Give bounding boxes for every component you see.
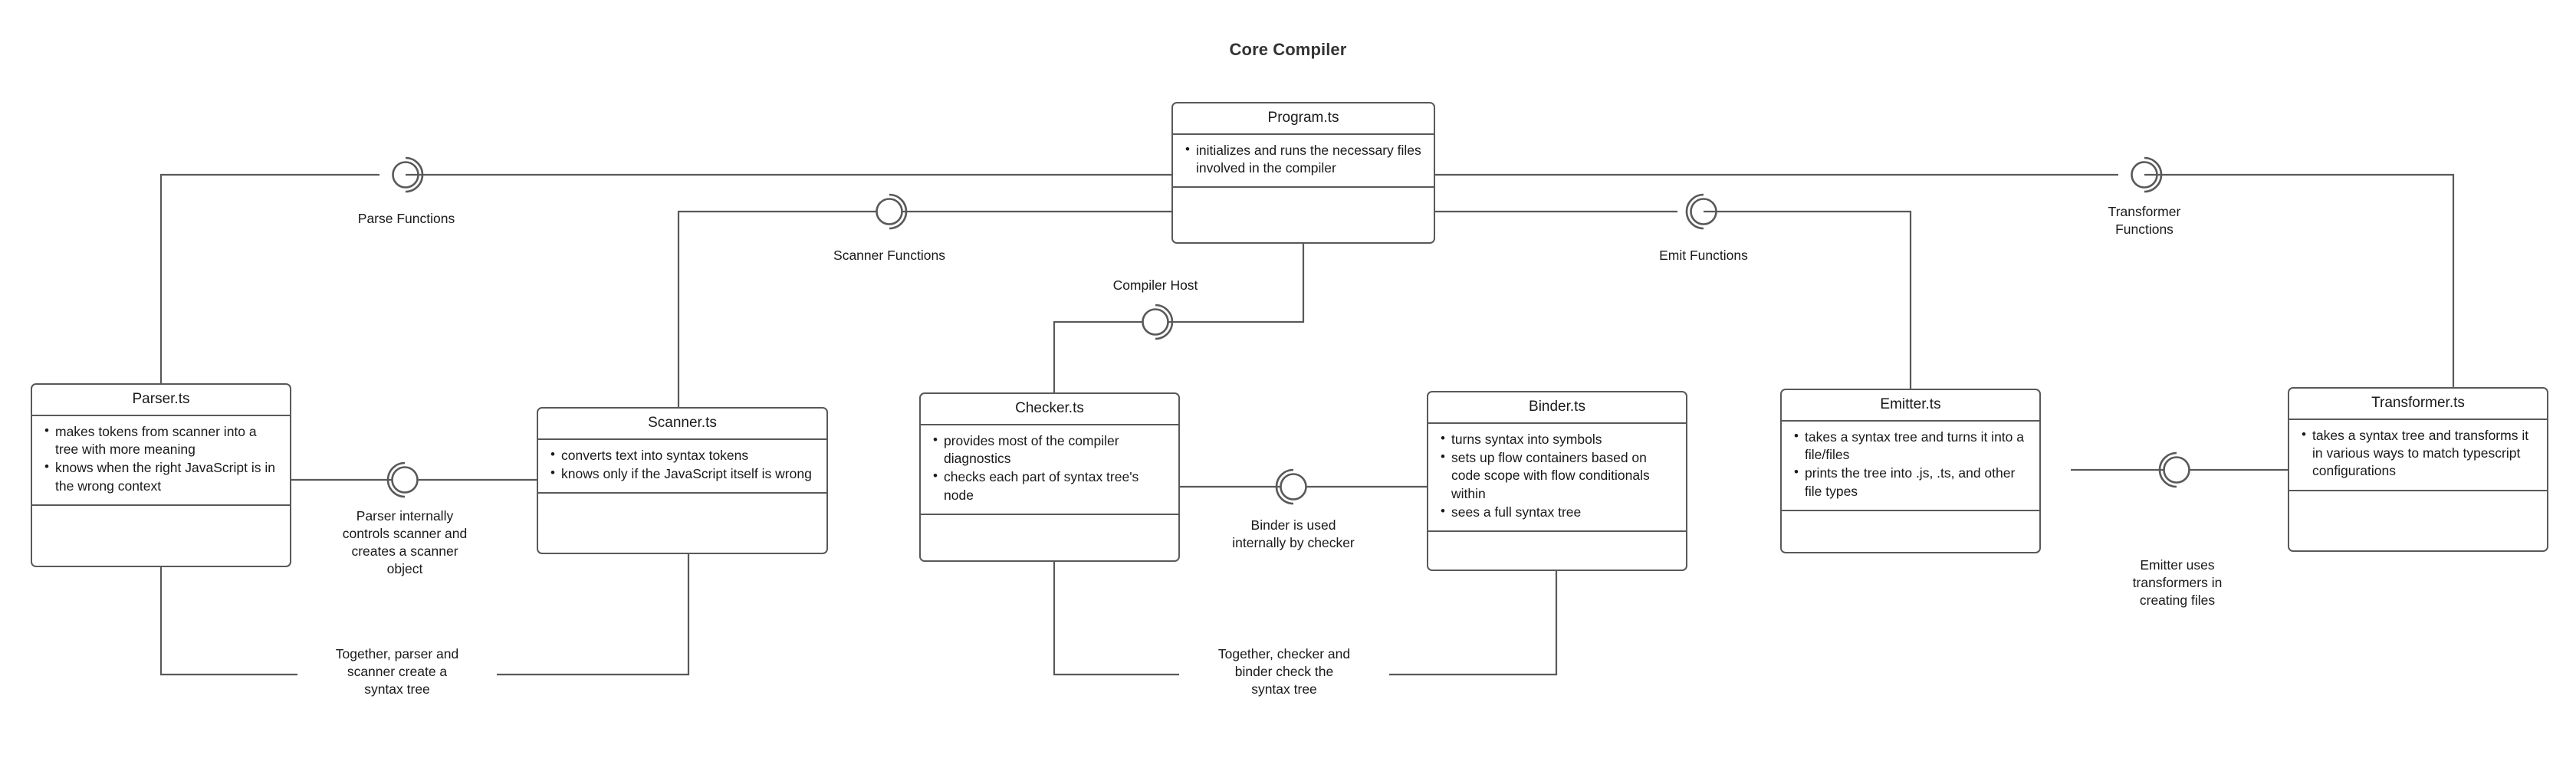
wire-parse-functions-b [159, 173, 380, 383]
wire-parser-scanner-tree [159, 567, 297, 676]
wire-scanner-functions-b [677, 210, 876, 407]
socket-parse-functions [392, 156, 424, 193]
component-title: Scanner.ts [538, 409, 826, 440]
component-body: initializes and runs the necessary files… [1173, 135, 1434, 189]
socket-checker-binder [1275, 468, 1307, 505]
component-bullet: turns syntax into symbols [1441, 430, 1678, 448]
component-bullet: takes a syntax tree and transforms it in… [2302, 426, 2539, 481]
connector-label-parser-scanner-tree: Together, parser and scanner create a sy… [297, 645, 497, 699]
component-footer [1173, 188, 1434, 242]
component-bullet: converts text into syntax tokens [550, 446, 819, 465]
component-footer [1782, 511, 2039, 552]
component-bullet: knows only if the JavaScript itself is w… [550, 465, 819, 483]
component-title: Transformer.ts [2289, 389, 2547, 420]
component-bullet: sets up flow containers based on code sc… [1441, 448, 1678, 503]
wire-checker-binder-tree-b [1389, 571, 1558, 676]
component-transformer[interactable]: Transformer.ts takes a syntax tree and t… [2288, 387, 2548, 552]
component-body: provides most of the compiler diagnostic… [921, 425, 1178, 515]
socket-compiler-host [1142, 304, 1174, 340]
component-bullet: prints the tree into .js, .ts, and other… [1794, 464, 2032, 501]
component-body: converts text into syntax tokens knows o… [538, 440, 826, 494]
connector-label-emitter-transformer: Emitter uses transformers in creating fi… [2082, 556, 2273, 610]
connector-label-checker-binder: Binder is used internally by checker [1198, 517, 1389, 553]
wire-parser-scanner-tree-b [497, 554, 690, 676]
wire-compiler-host-b [1053, 320, 1142, 392]
component-program[interactable]: Program.ts initializes and runs the nece… [1171, 102, 1435, 244]
connector-label-checker-binder-tree: Together, checker and binder check the s… [1179, 645, 1389, 699]
wire-emit-functions-b [1704, 210, 1912, 389]
component-footer [2289, 491, 2547, 550]
component-bullet: takes a syntax tree and turns it into a … [1794, 428, 2032, 465]
component-checker[interactable]: Checker.ts provides most of the compiler… [919, 392, 1180, 562]
socket-transformer-functions [2131, 156, 2163, 193]
component-body: takes a syntax tree and transforms it in… [2289, 420, 2547, 491]
component-bullet: knows when the right JavaScript is in th… [44, 458, 282, 495]
socket-scanner-functions [876, 193, 908, 230]
component-bullet: sees a full syntax tree [1441, 503, 1678, 521]
component-body: takes a syntax tree and turns it into a … [1782, 422, 2039, 511]
socket-emitter-transformer [2158, 451, 2190, 488]
component-parser[interactable]: Parser.ts makes tokens from scanner into… [31, 383, 291, 567]
component-body: makes tokens from scanner into a tree wi… [32, 416, 290, 506]
connector-label-parse-functions: Parse Functions [291, 210, 521, 228]
component-title: Checker.ts [921, 394, 1178, 425]
socket-parser-scanner [386, 461, 419, 498]
component-title: Binder.ts [1428, 392, 1686, 424]
component-footer [538, 494, 826, 553]
component-footer [32, 506, 290, 566]
component-bullet: provides most of the compiler diagnostic… [933, 432, 1171, 468]
component-footer [1428, 532, 1686, 570]
connector-label-parser-scanner: Parser internally controls scanner and c… [305, 507, 504, 579]
component-bullet: checks each part of syntax tree's node [933, 468, 1171, 504]
component-bullet: initializes and runs the necessary files… [1185, 141, 1426, 178]
component-binder[interactable]: Binder.ts turns syntax into symbols sets… [1427, 391, 1687, 571]
component-body: turns syntax into symbols sets up flow c… [1428, 424, 1686, 533]
connector-label-emit-functions: Emit Functions [1589, 247, 1819, 265]
component-scanner[interactable]: Scanner.ts converts text into syntax tok… [537, 407, 828, 554]
connector-label-transformer-functions: Transformer Functions [2049, 203, 2240, 239]
connector-label-compiler-host: Compiler Host [1040, 277, 1270, 295]
page-title: Core Compiler [1229, 40, 1347, 59]
wire-checker-binder-tree [1053, 562, 1179, 676]
component-footer [921, 515, 1178, 560]
socket-emit-functions [1685, 193, 1717, 230]
component-title: Emitter.ts [1782, 390, 2039, 422]
component-emitter[interactable]: Emitter.ts takes a syntax tree and turns… [1780, 389, 2041, 553]
component-title: Program.ts [1173, 103, 1434, 135]
component-bullet: makes tokens from scanner into a tree wi… [44, 422, 282, 459]
component-title: Parser.ts [32, 385, 290, 416]
connector-label-scanner-functions: Scanner Functions [774, 247, 1004, 265]
